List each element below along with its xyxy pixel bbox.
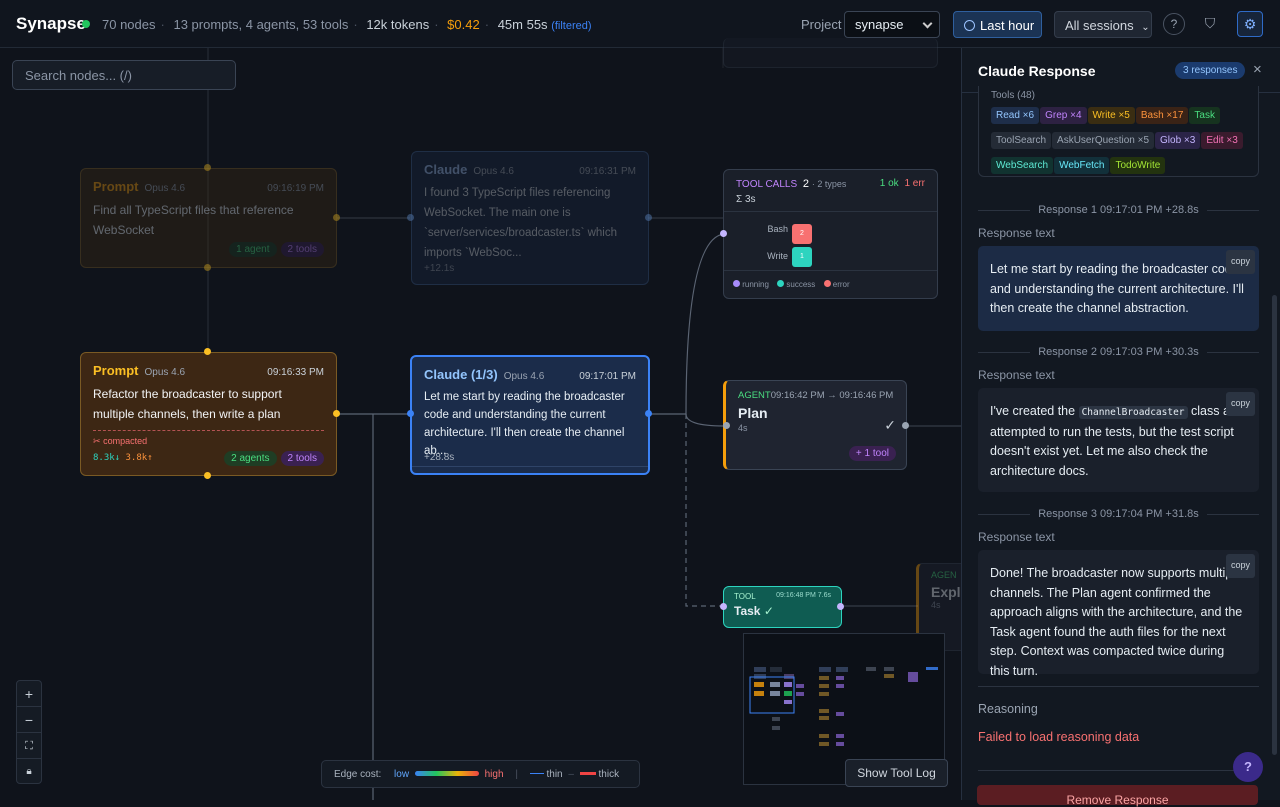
tool-tag[interactable]: Grep ×4 [1040, 107, 1087, 124]
handle[interactable] [204, 264, 211, 271]
tool-tag[interactable]: ToolSearch [991, 132, 1052, 149]
response-text-1: copy Let me start by reading the broadca… [978, 246, 1259, 331]
handle[interactable] [723, 422, 730, 429]
edge-cost-legend: Edge cost: low high | thin – thick [321, 760, 640, 788]
tool-tag[interactable]: Bash ×17 [1135, 107, 1189, 124]
live-status-dot [82, 20, 90, 28]
tool-calls-node[interactable] [723, 38, 938, 68]
response-text-3: copy Done! The broadcaster now supports … [978, 550, 1259, 678]
tool-tag[interactable]: WebFetch [1054, 157, 1110, 174]
zoom-controls: + − ⛶ 🔒︎ [16, 680, 42, 784]
panel-title: Claude Response [978, 63, 1096, 79]
tool-tag[interactable]: Task [1189, 107, 1220, 124]
handle[interactable] [837, 603, 844, 610]
handle[interactable] [720, 603, 727, 610]
handle[interactable] [333, 214, 340, 221]
handle[interactable] [333, 410, 340, 417]
help-icon[interactable]: ? [1163, 13, 1185, 35]
clock-icon [964, 20, 975, 31]
tool-tag[interactable]: TodoWrite [1110, 157, 1166, 174]
panel-scrollbar[interactable] [1272, 295, 1277, 755]
project-label: Project [801, 17, 842, 32]
chevron-down-icon: ⌄ [1141, 22, 1150, 33]
settings-gear-icon[interactable]: ⚙ [1237, 11, 1263, 37]
brand-logo: Synapse [16, 14, 86, 33]
graph-edges [207, 48, 961, 800]
bash-error-cell[interactable]: 2 [792, 224, 812, 244]
responses-badge: 3 responses [1175, 62, 1246, 79]
handle[interactable] [204, 164, 211, 171]
time-range-button[interactable]: Last hour [953, 11, 1042, 38]
shield-icon[interactable]: ⛉ [1204, 15, 1216, 31]
reasoning-label: Reasoning [978, 702, 1038, 716]
help-icon[interactable]: ? [1233, 752, 1263, 782]
handle[interactable] [204, 348, 211, 355]
fit-view-icon[interactable]: ⛶ [17, 733, 41, 759]
compact-icon: ✂ [93, 436, 101, 446]
copy-button[interactable]: copy [1225, 392, 1255, 416]
handle[interactable] [720, 230, 727, 237]
tool-tag[interactable]: Read ×6 [991, 107, 1040, 124]
graph-canvas[interactable] [0, 48, 961, 800]
handle[interactable] [645, 214, 652, 221]
response-divider: Response 1 09:17:01 PM +28.8s [978, 204, 1259, 216]
tool-tag[interactable]: Edit ×3 [1201, 132, 1243, 149]
copy-button[interactable]: copy [1225, 554, 1255, 578]
cost: $0.42 [447, 17, 480, 32]
check-icon: ✓ [763, 604, 774, 618]
tool-tag[interactable]: Glob ×3 [1155, 132, 1201, 149]
response-divider: Response 2 09:17:03 PM +30.3s [978, 346, 1259, 358]
check-icon: ✓ [884, 417, 896, 433]
tool-tag[interactable]: Write ×5 [1087, 107, 1135, 124]
agent-node-plan[interactable]: AGENT09:16:42 PM → 09:16:46 PM Plan 4s ✓… [723, 380, 907, 470]
search-nodes-input[interactable]: Search nodes... (/) [12, 60, 236, 90]
duration: 45m 55s [497, 17, 548, 32]
lock-icon[interactable]: 🔒︎ [26, 766, 32, 777]
minimap-view [749, 667, 938, 746]
handle[interactable] [204, 472, 211, 479]
top-bar: Synapse 70 nodes· 13 prompts, 4 agents, … [0, 0, 1280, 48]
project-select[interactable]: synapse [844, 11, 940, 38]
handle[interactable] [407, 410, 414, 417]
sessions-dropdown[interactable]: All sessions ⌄ [1054, 11, 1152, 38]
handle[interactable] [645, 410, 652, 417]
show-tool-log-button[interactable]: Show Tool Log [845, 759, 948, 787]
tool-tag[interactable]: AskUserQuestion ×5 [1052, 132, 1155, 149]
response-panel: Claude Response 3 responses × Tools (48)… [961, 48, 1280, 800]
write-success-cell[interactable]: 1 [792, 247, 812, 267]
reasoning-error: Failed to load reasoning data [978, 730, 1140, 744]
handle[interactable] [407, 214, 414, 221]
response-divider: Response 3 09:17:04 PM +31.8s [978, 508, 1259, 520]
zoom-in-icon[interactable]: + [17, 681, 41, 707]
node-count: 70 nodes [102, 17, 156, 32]
copy-button[interactable]: copy [1225, 250, 1255, 274]
close-icon[interactable]: × [1253, 61, 1262, 78]
tool-tag[interactable]: WebSearch [991, 157, 1054, 174]
session-stats: 70 nodes· 13 prompts, 4 agents, 53 tools… [102, 17, 592, 32]
node-breakdown: 13 prompts, 4 agents, 53 tools [173, 17, 349, 32]
response-text-2: copy I've created the ChannelBroadcaster… [978, 388, 1259, 492]
remove-response-button[interactable]: Remove Response [977, 785, 1258, 807]
zoom-out-icon[interactable]: − [17, 707, 41, 733]
token-count: 12k tokens [366, 17, 430, 32]
filtered-badge: (filtered) [551, 20, 592, 32]
handle[interactable] [902, 422, 909, 429]
